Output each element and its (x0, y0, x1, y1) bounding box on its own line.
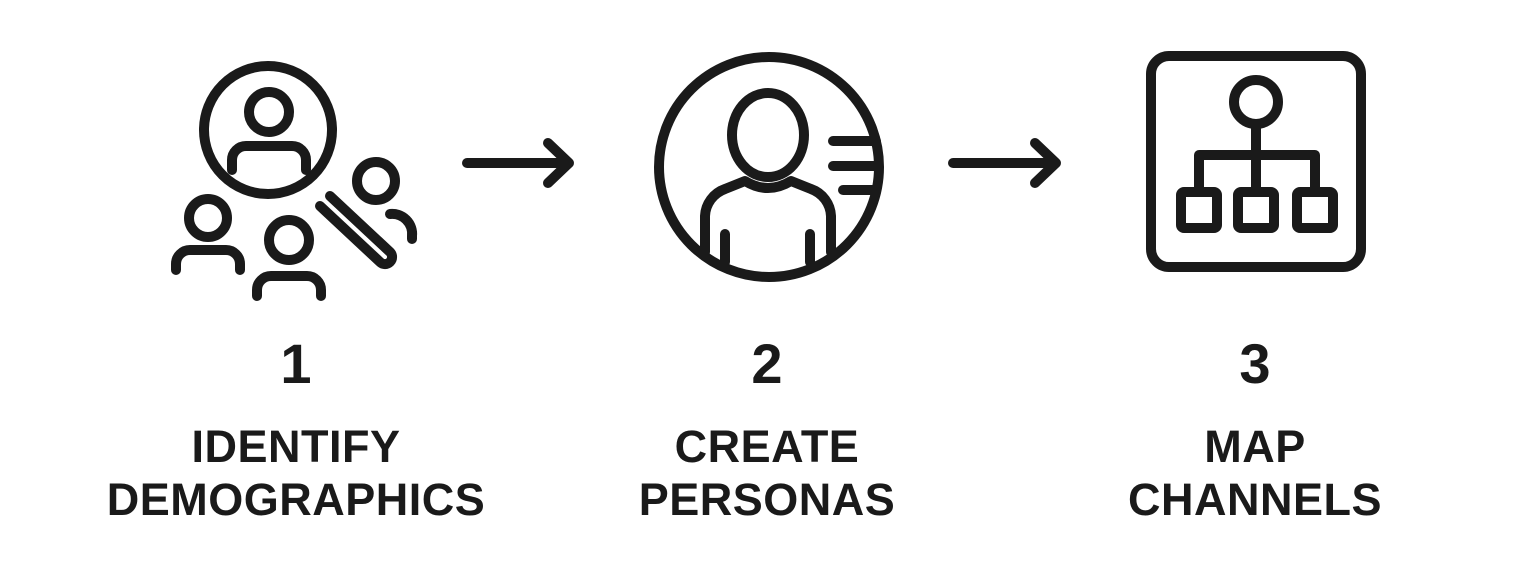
step-label: MAP CHANNELS (1045, 420, 1465, 526)
hierarchy-chart-icon (1146, 51, 1366, 272)
step-label: IDENTIFY DEMOGRAPHICS (86, 420, 506, 526)
step-label-line: CREATE (674, 421, 860, 472)
persona-profile-icon (654, 52, 884, 282)
step-number: 3 (1239, 332, 1271, 395)
step-number: 1 (280, 332, 312, 395)
step-1: 1 IDENTIFY DEMOGRAPHICS (86, 336, 506, 526)
magnifier-people-icon (171, 61, 418, 301)
arrow-right-icon (948, 138, 1061, 188)
step-number: 2 (751, 332, 783, 395)
step-label-line: DEMOGRAPHICS (106, 474, 486, 525)
step-label-line: IDENTIFY (191, 421, 401, 472)
step-label-line: MAP (1204, 421, 1306, 472)
step-label-line: PERSONAS (638, 474, 896, 525)
step-label: CREATE PERSONAS (557, 420, 977, 526)
step-2: 2 CREATE PERSONAS (557, 336, 977, 526)
step-label-line: CHANNELS (1127, 474, 1382, 525)
arrow-right-icon (462, 138, 574, 188)
step-3: 3 MAP CHANNELS (1045, 336, 1465, 526)
